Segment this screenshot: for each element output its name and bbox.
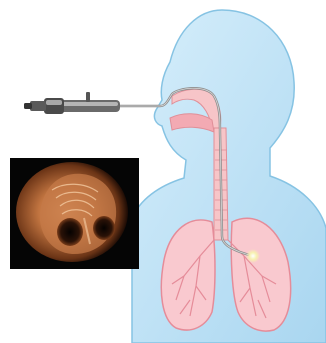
scope-handle bbox=[24, 92, 120, 114]
bronchus-opening-left bbox=[57, 218, 83, 246]
scope-light bbox=[246, 249, 260, 263]
bronchus-opening-right bbox=[93, 216, 115, 240]
bronchial-view-photo bbox=[10, 158, 139, 269]
